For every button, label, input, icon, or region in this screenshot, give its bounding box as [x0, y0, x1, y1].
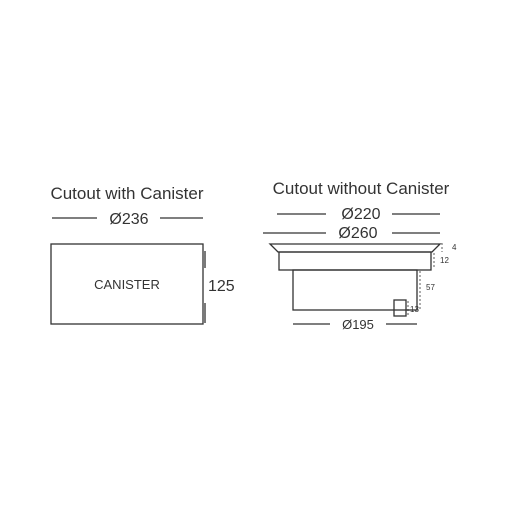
canister-label: CANISTER [94, 277, 160, 292]
canister-box [50, 243, 204, 325]
left-height-label: 125 [208, 278, 235, 295]
body-dim-label: 57 [426, 283, 435, 292]
cutout-with-canister: Cutout with Canister Ø236 CANISTER 125 [50, 184, 235, 325]
fixture-lower-body [292, 269, 418, 311]
flange-dim-label: 4 [452, 243, 457, 252]
left-diameter-label: Ø236 [109, 211, 148, 228]
bottom-diameter-label: Ø195 [342, 317, 374, 332]
stub-dim-label: 13 [410, 305, 419, 314]
fixture-flange [268, 243, 442, 253]
left-title: Cutout with Canister [50, 184, 203, 203]
top-step-dim-label: 12 [440, 256, 449, 265]
fixture-cable-stub [393, 299, 407, 317]
cutout-without-canister: Cutout without Canister Ø220 Ø260 4 12 5… [263, 179, 457, 332]
right-title: Cutout without Canister [273, 179, 450, 198]
inner-diameter-label: Ø220 [341, 206, 380, 223]
outer-diameter-label: Ø260 [338, 225, 377, 242]
fixture-upper-body [278, 251, 432, 271]
